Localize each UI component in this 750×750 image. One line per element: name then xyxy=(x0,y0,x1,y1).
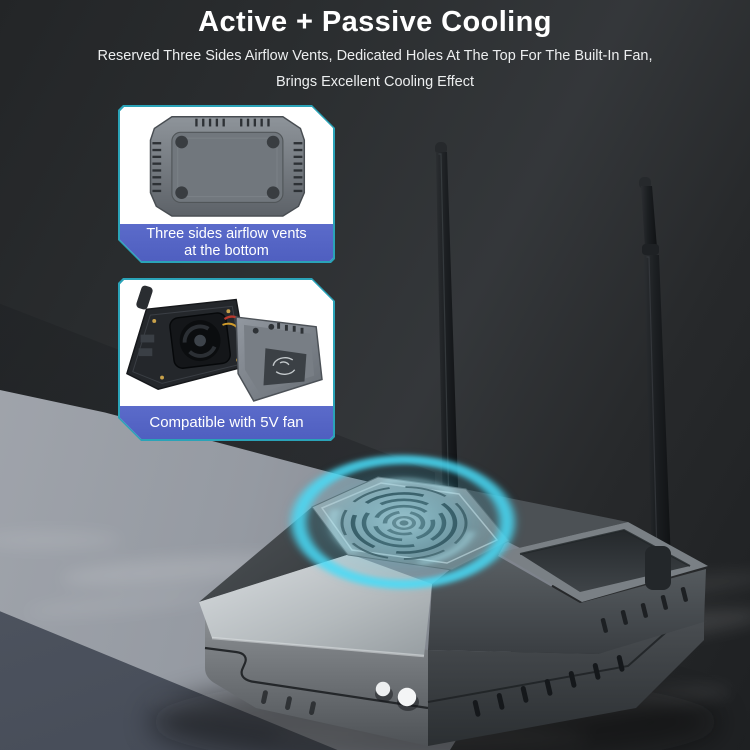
fan-installation-photo xyxy=(120,280,334,407)
side-vents-upper xyxy=(600,587,688,633)
header: Active + Passive Cooling Reserved Three … xyxy=(0,0,750,95)
left-band-marks xyxy=(261,690,316,716)
caption-bottom-vents: Three sides airflow vents at the bottom xyxy=(120,224,334,261)
antenna-right xyxy=(639,177,671,562)
antenna-left xyxy=(435,142,459,516)
callout-card-5v-fan: Compatible with 5V fan xyxy=(118,278,335,441)
fan-airflow-glow xyxy=(281,450,525,594)
front-buttons xyxy=(375,681,419,711)
case-bottom-vents-photo xyxy=(120,107,334,225)
subtitle: Reserved Three Sides Airflow Vents, Dedi… xyxy=(0,43,750,95)
side-vents-lower xyxy=(472,655,625,717)
caption-5v-fan: Compatible with 5V fan xyxy=(120,406,334,439)
subtitle-line-2: Brings Excellent Cooling Effect xyxy=(275,74,474,90)
callout-card-bottom-vents: Three sides airflow vents at the bottom xyxy=(118,105,335,263)
page-title: Active + Passive Cooling xyxy=(198,6,552,38)
subtitle-line-1: Reserved Three Sides Airflow Vents, Dedi… xyxy=(97,48,653,64)
